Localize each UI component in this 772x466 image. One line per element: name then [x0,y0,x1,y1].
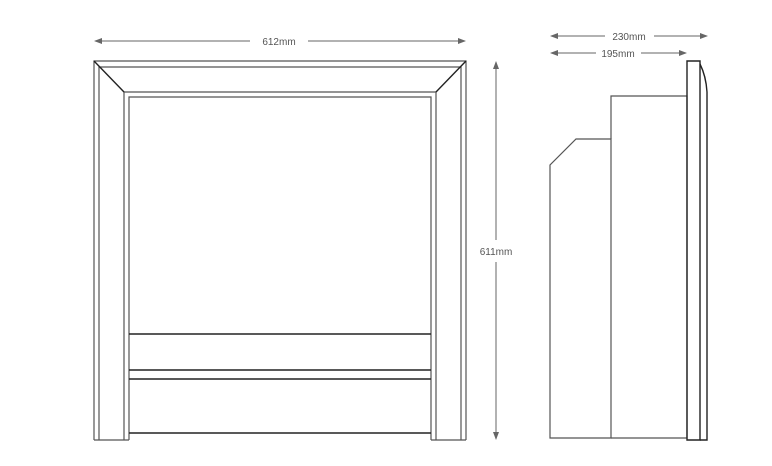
width-dimension: 612mm [94,37,466,48]
side-view: 230mm 195mm [549,32,708,441]
width-label: 612mm [262,37,295,48]
height-label: 611mm [480,247,513,258]
rear-box [610,95,688,439]
front-view: 612mm 611mm [93,37,513,441]
overall-depth-label: 230mm [612,32,645,43]
body-depth-label: 195mm [601,49,634,60]
body-depth-dimension: 195mm [550,49,687,60]
height-dimension: 611mm [480,61,513,440]
front-trim [699,63,708,441]
front-panel [686,60,701,441]
outer-frame [93,60,467,441]
overall-depth-dimension: 230mm [550,32,708,43]
bottom-rails [129,333,431,434]
firebox-body [549,138,612,439]
